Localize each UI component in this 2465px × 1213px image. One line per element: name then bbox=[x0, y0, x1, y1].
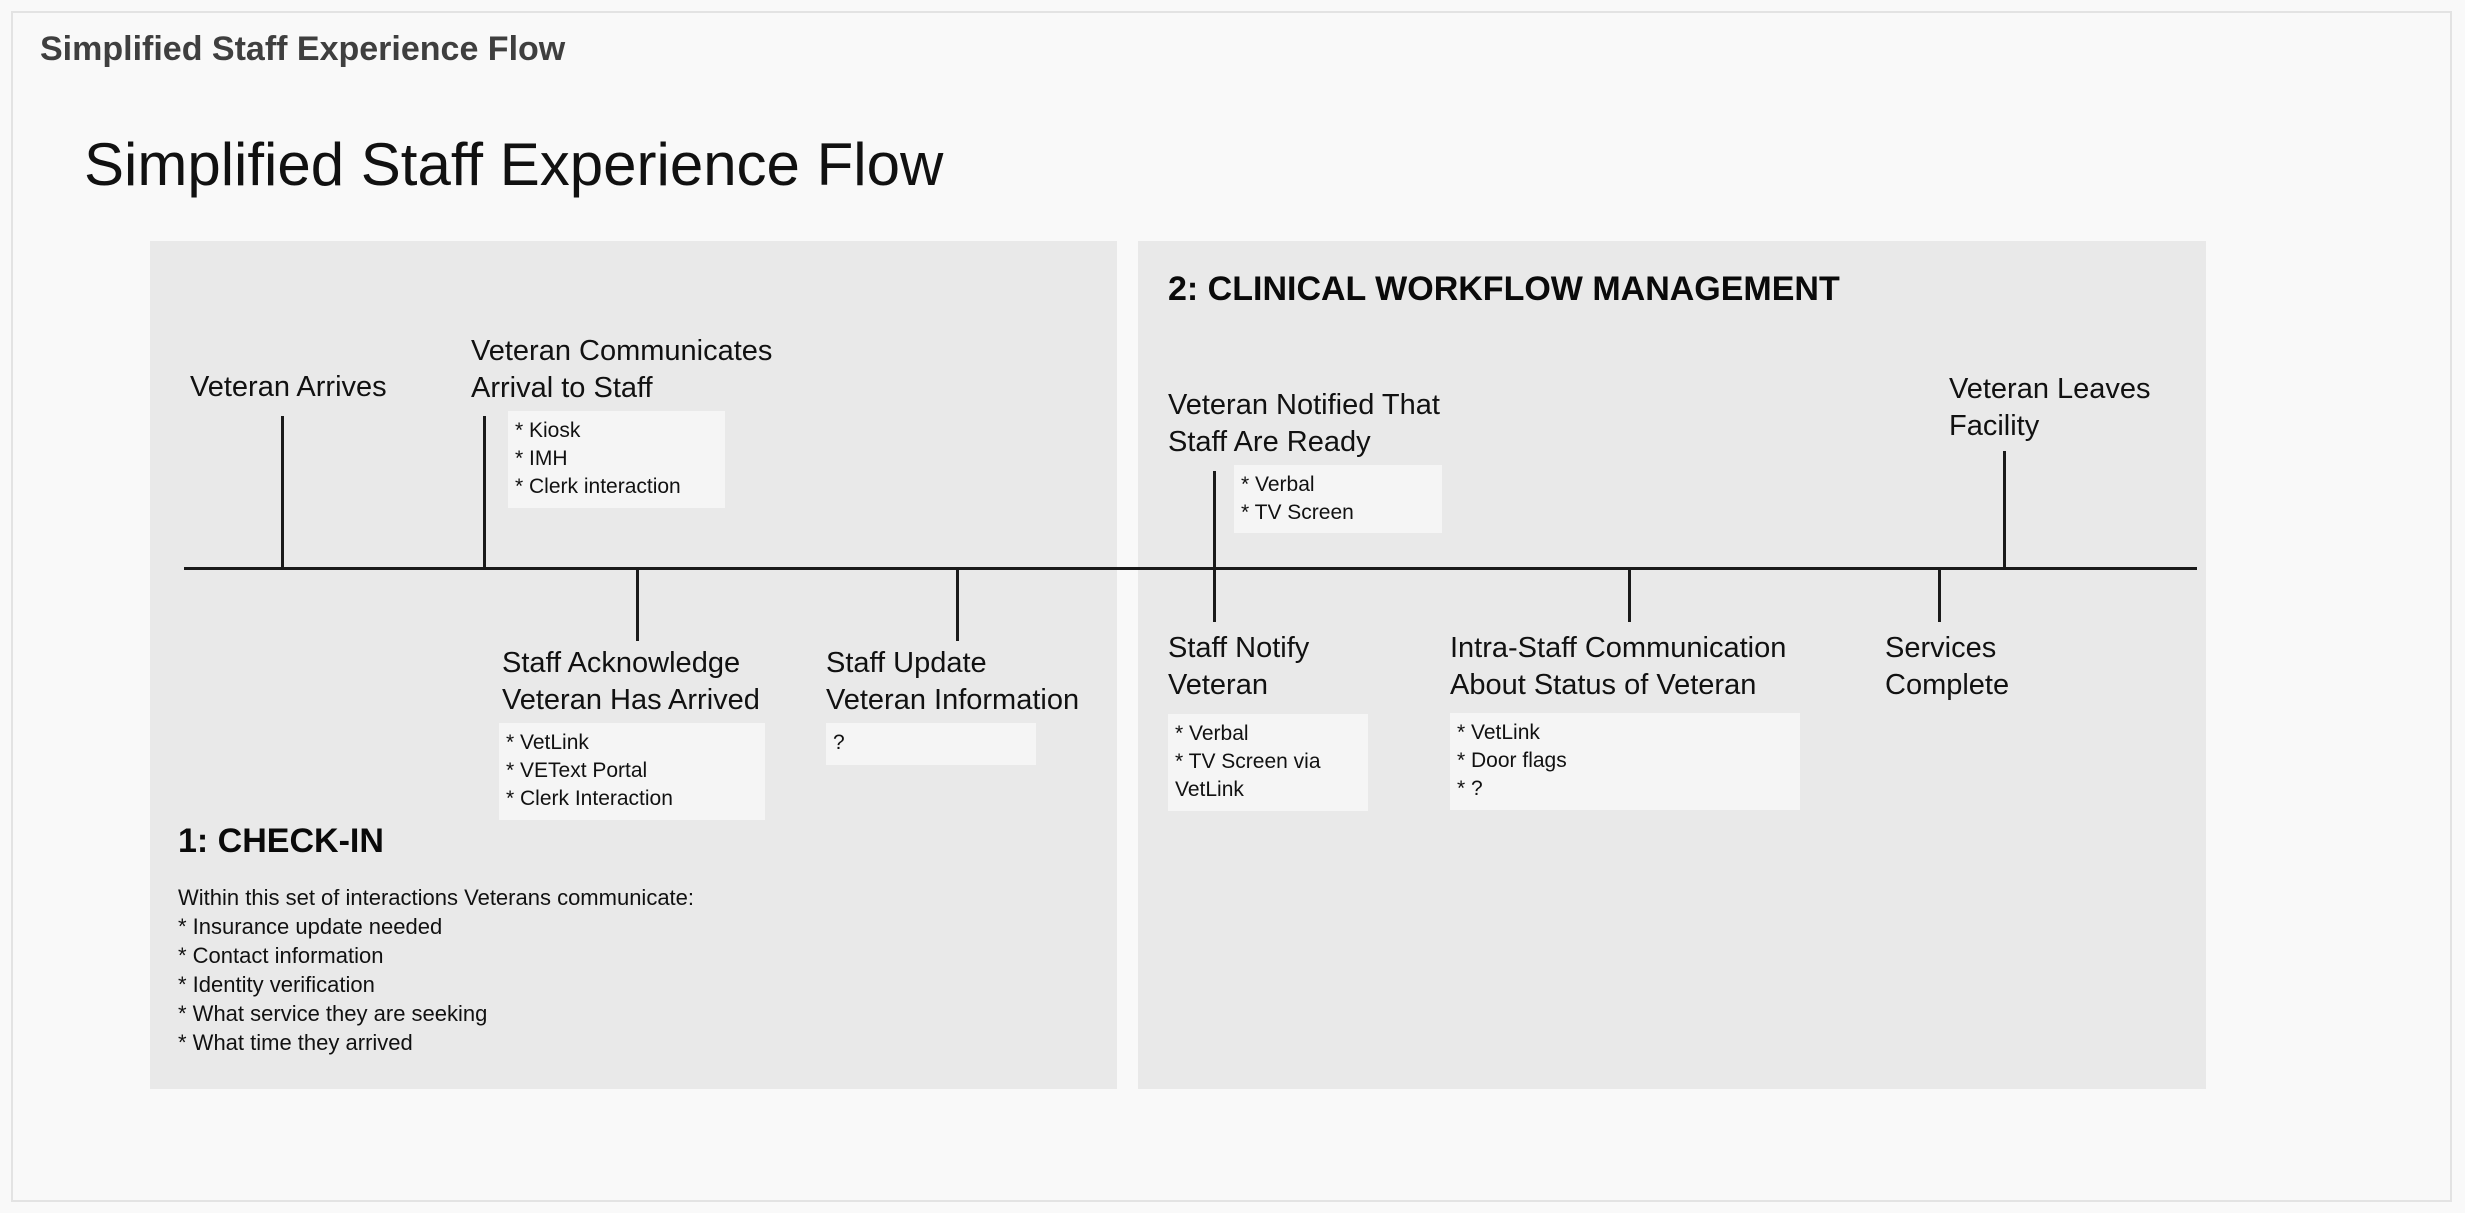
note-staff-notify: * Verbal * TV Screen via VetLink bbox=[1168, 714, 1368, 811]
event-services-complete: Services Complete bbox=[1885, 630, 2009, 704]
note-staff-update: ? bbox=[826, 723, 1036, 765]
note-line: * VEText Portal bbox=[506, 759, 648, 782]
note-veteran-notified: * Verbal * TV Screen bbox=[1234, 465, 1442, 533]
event-label-line: Veteran Arrives bbox=[190, 371, 387, 403]
intro-line: * Contact information bbox=[178, 943, 384, 968]
event-veteran-notified: Veteran Notified That Staff Are Ready bbox=[1168, 387, 1440, 461]
section-heading-clinical: 2: CLINICAL WORKFLOW MANAGEMENT bbox=[1168, 270, 1840, 308]
section-heading-checkin: 1: CHECK-IN bbox=[178, 822, 384, 860]
tick-services-complete bbox=[1938, 570, 1941, 622]
note-line: * IMH bbox=[515, 447, 568, 470]
event-label-line: About Status of Veteran bbox=[1450, 669, 1757, 701]
intro-line: * What time they arrived bbox=[178, 1030, 413, 1055]
canvas-frame bbox=[11, 11, 2452, 1202]
page-title: Simplified Staff Experience Flow bbox=[84, 131, 944, 198]
event-staff-notify: Staff Notify Veteran bbox=[1168, 630, 1309, 704]
timeline-axis bbox=[184, 567, 2197, 570]
tick-staff-acknowledge bbox=[636, 570, 639, 641]
note-line: ? bbox=[833, 731, 845, 754]
event-veteran-communicates: Veteran Communicates Arrival to Staff bbox=[471, 333, 772, 407]
note-line: * Clerk Interaction bbox=[506, 787, 673, 810]
event-label-line: Veteran Information bbox=[826, 684, 1080, 716]
note-line: * Kiosk bbox=[515, 419, 581, 442]
event-label-line: Services bbox=[1885, 632, 1997, 664]
note-line: * TV Screen via bbox=[1175, 750, 1321, 773]
event-label-line: Intra-Staff Communication bbox=[1450, 632, 1787, 664]
event-label-line: Veteran Has Arrived bbox=[502, 684, 760, 716]
note-line: * Door flags bbox=[1457, 749, 1567, 772]
intro-line: Within this set of interactions Veterans… bbox=[178, 885, 695, 910]
event-label-line: Veteran Notified That bbox=[1168, 389, 1440, 421]
event-label-line: Veteran Communicates bbox=[471, 335, 773, 367]
tick-veteran-arrives bbox=[281, 416, 284, 567]
intro-line: * Insurance update needed bbox=[178, 914, 443, 939]
event-label-line: Complete bbox=[1885, 669, 2010, 701]
checkin-intro: Within this set of interactions Veterans… bbox=[178, 883, 694, 1057]
note-line: * TV Screen bbox=[1241, 501, 1354, 524]
event-intra-staff-communication: Intra-Staff Communication About Status o… bbox=[1450, 630, 1786, 704]
note-line: * VetLink bbox=[506, 731, 589, 754]
event-label-line: Facility bbox=[1949, 410, 2040, 442]
event-label-line: Veteran Leaves bbox=[1949, 373, 2151, 405]
note-line: * Verbal bbox=[1241, 473, 1315, 496]
tick-intra-staff bbox=[1628, 570, 1631, 622]
section-panel-checkin bbox=[150, 241, 1117, 1089]
event-veteran-arrives: Veteran Arrives bbox=[190, 369, 387, 406]
event-label-line: Staff Are Ready bbox=[1168, 426, 1371, 458]
tick-veteran-leaves bbox=[2003, 451, 2006, 567]
event-staff-update: Staff Update Veteran Information bbox=[826, 645, 1079, 719]
event-veteran-leaves: Veteran Leaves Facility bbox=[1949, 371, 2151, 445]
event-label-line: Staff Acknowledge bbox=[502, 647, 741, 679]
note-line: * Verbal bbox=[1175, 722, 1249, 745]
note-line: VetLink bbox=[1175, 778, 1244, 801]
note-line: * Clerk interaction bbox=[515, 475, 681, 498]
note-intra-staff: * VetLink * Door flags * ? bbox=[1450, 713, 1800, 810]
note-line: * ? bbox=[1457, 777, 1483, 800]
tick-veteran-communicates bbox=[483, 416, 486, 567]
intro-line: * Identity verification bbox=[178, 972, 375, 997]
tick-staff-update bbox=[956, 570, 959, 641]
note-line: * VetLink bbox=[1457, 721, 1540, 744]
event-label-line: Staff Update bbox=[826, 647, 987, 679]
event-staff-acknowledge: Staff Acknowledge Veteran Has Arrived bbox=[502, 645, 760, 719]
intro-line: * What service they are seeking bbox=[178, 1001, 488, 1026]
section-panel-clinical bbox=[1138, 241, 2206, 1089]
event-label-line: Veteran bbox=[1168, 669, 1268, 701]
event-label-line: Staff Notify bbox=[1168, 632, 1310, 664]
frame-title: Simplified Staff Experience Flow bbox=[40, 30, 566, 68]
tick-veteran-notified-staff-notify bbox=[1213, 471, 1216, 622]
note-staff-acknowledge: * VetLink * VEText Portal * Clerk Intera… bbox=[499, 723, 765, 820]
event-label-line: Arrival to Staff bbox=[471, 372, 653, 404]
note-veteran-communicates: * Kiosk * IMH * Clerk interaction bbox=[508, 411, 725, 508]
